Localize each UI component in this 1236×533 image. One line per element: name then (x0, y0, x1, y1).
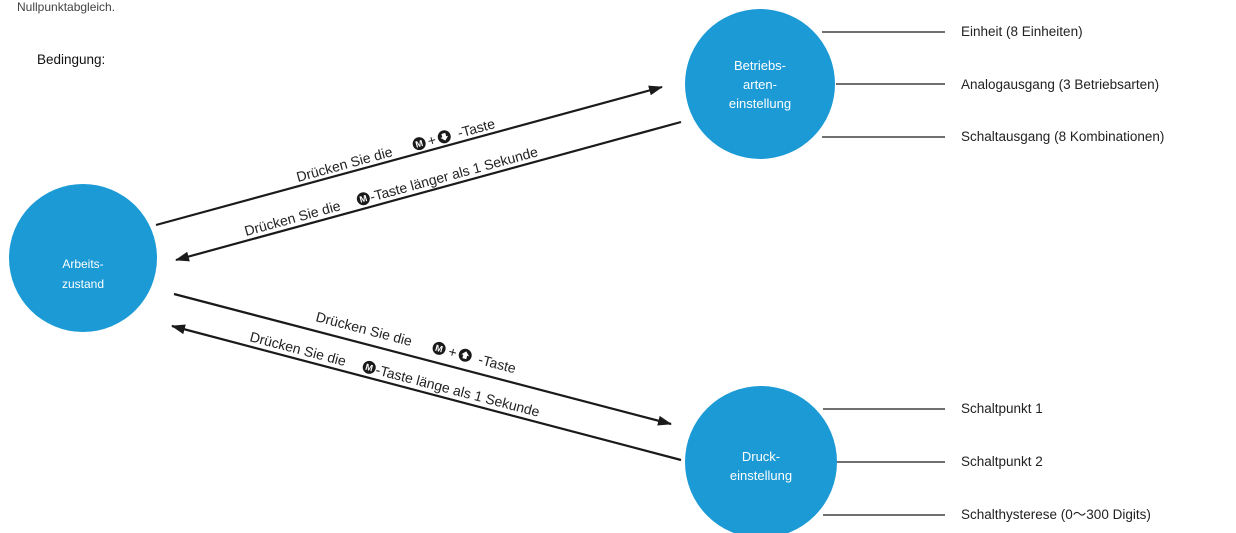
svg-text:M: M (358, 193, 368, 205)
betriebsarten-branches: Einheit (8 Einheiten) Analogausgang (3 B… (822, 24, 1164, 144)
branch-label-einheit: Einheit (8 Einheiten) (961, 24, 1083, 39)
label-from-druck-suffix: -Taste länge als 1 Sekunde (374, 361, 542, 419)
arrow-to-druck (173, 292, 672, 426)
label-from-betriebsarten-suffix: -Taste länger als 1 Sekunde (368, 143, 540, 204)
label-to-druck-suffix: -Taste (477, 351, 518, 376)
node-druck-line1: Druck- (742, 449, 780, 464)
node-betriebsarten-line2: arten- (743, 77, 777, 92)
node-arbeitszustand-line1: Arbeits- (62, 257, 103, 271)
branch-label-schaltpunkt-1: Schaltpunkt 1 (961, 401, 1043, 416)
arrow-to-betriebsarten (155, 85, 663, 227)
label-plus: + (447, 343, 459, 361)
branch-label-schalthysterese: Schalthysterese (0～300 Digits) (961, 507, 1151, 522)
m-key-icon: M (412, 137, 426, 151)
node-betriebsarten-line1: Betriebs- (734, 58, 786, 73)
node-betriebsarten-line3: einstellung (729, 96, 791, 111)
branch-label-schaltausgang: Schaltausgang (8 Kombinationen) (961, 129, 1164, 144)
label-plus: + (426, 131, 438, 149)
node-druck: Druck- einstellung (685, 386, 837, 533)
svg-text:M: M (434, 343, 444, 355)
svg-text:M: M (414, 138, 424, 150)
condition-label: Bedingung: (37, 52, 105, 67)
m-key-icon: M (362, 360, 376, 374)
node-arbeitszustand: Arbeits- zustand (9, 184, 157, 332)
node-arbeitszustand-line2: zustand (62, 277, 104, 291)
transition-arrows (155, 85, 682, 462)
arrow-from-betriebsarten (175, 120, 682, 262)
m-key-icon: M (356, 192, 370, 206)
top-note: Nullpunktabgleich. (17, 0, 115, 14)
node-betriebsarten: Betriebs- arten- einstellung (685, 9, 835, 159)
node-druck-line2: einstellung (730, 468, 792, 483)
down-arrow-key-icon (437, 130, 451, 144)
up-arrow-key-icon (458, 348, 472, 362)
branch-label-analogausgang: Analogausgang (3 Betriebsarten) (961, 77, 1159, 92)
druck-branches: Schaltpunkt 1 Schaltpunkt 2 Schalthyster… (823, 401, 1151, 522)
m-key-icon: M (432, 341, 446, 355)
svg-text:M: M (364, 362, 374, 374)
label-to-druck: Drücken Sie die M + -Taste (314, 308, 518, 376)
branch-label-schaltpunkt-2: Schaltpunkt 2 (961, 454, 1043, 469)
arrow-from-druck (171, 324, 682, 462)
